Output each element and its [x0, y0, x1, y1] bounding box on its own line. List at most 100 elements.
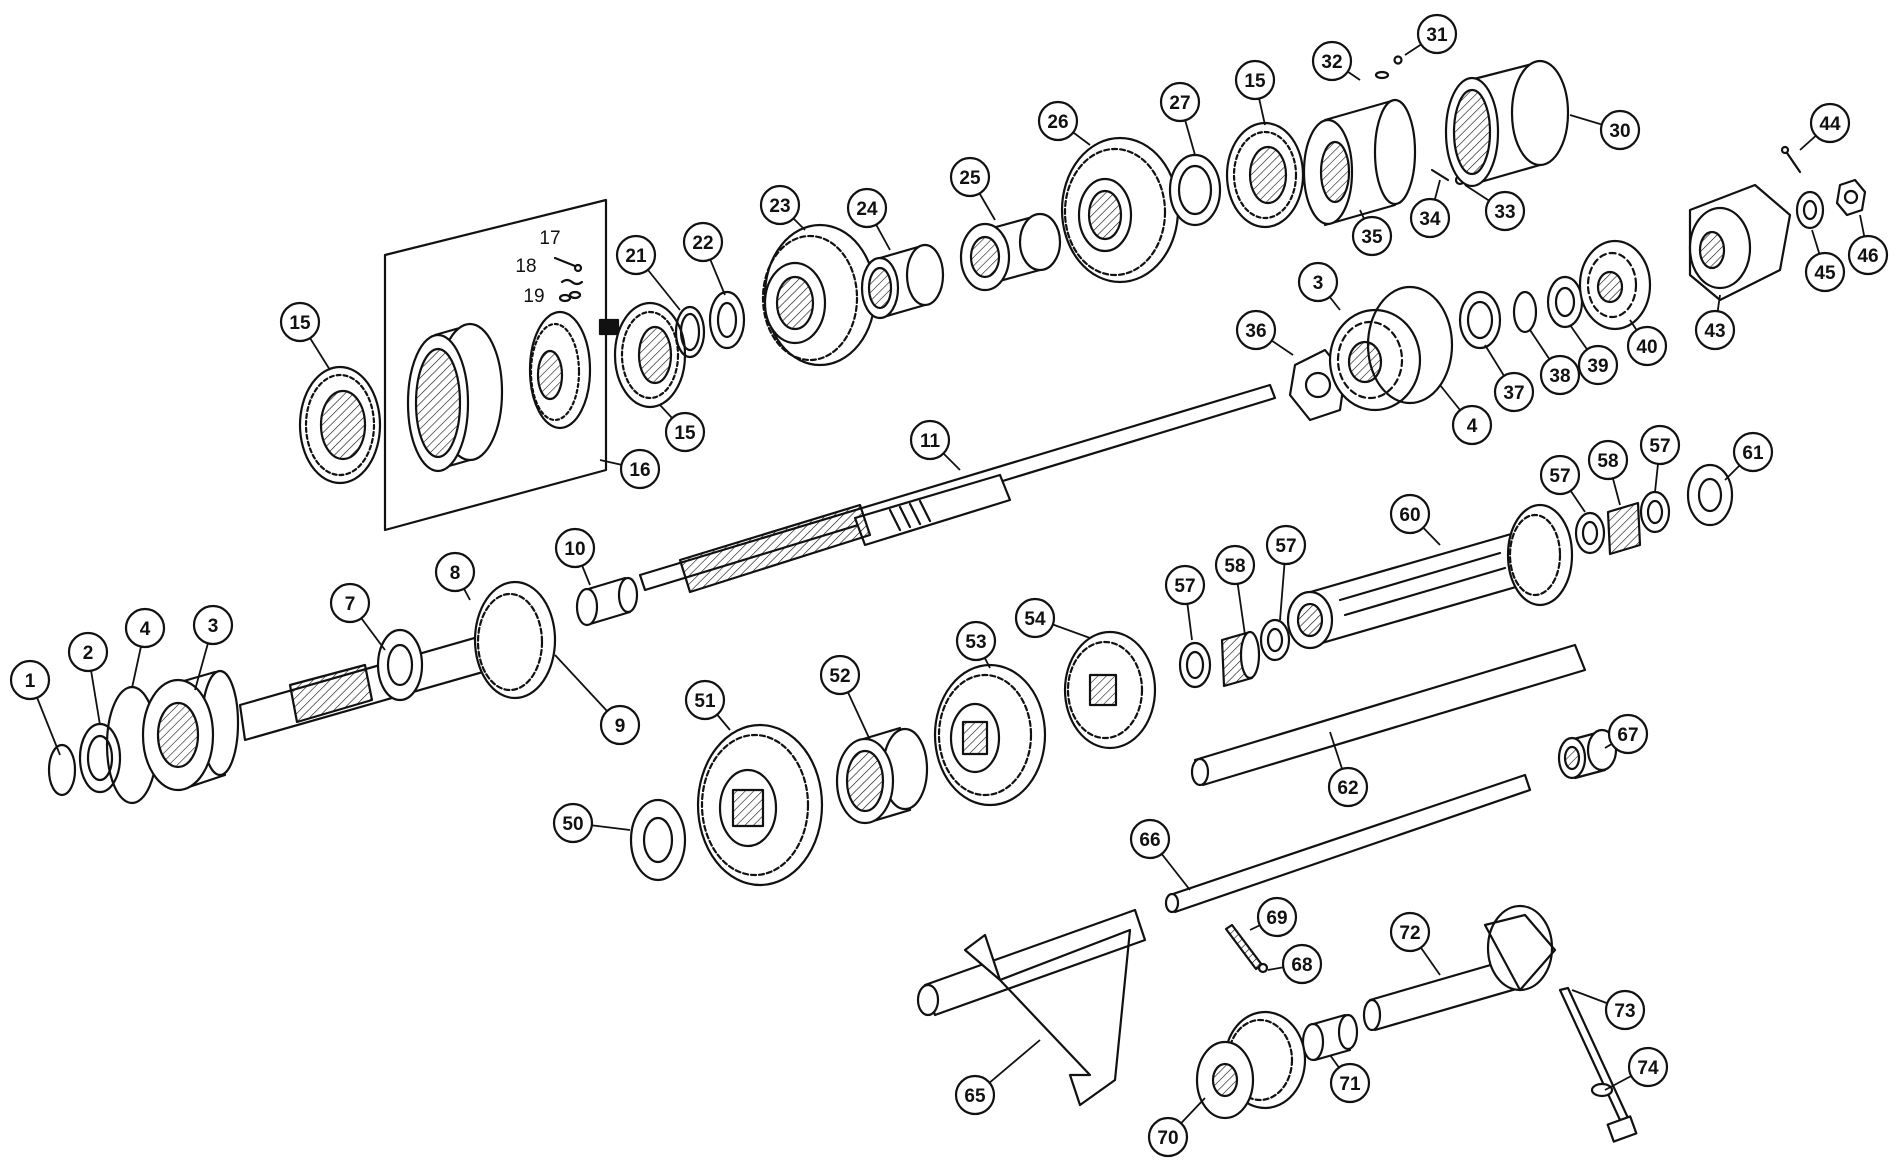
callout-3: 3 [1297, 261, 1339, 303]
callout-circle [1234, 59, 1276, 101]
callout-label: 33 [1494, 202, 1515, 223]
synchro-assembly-frame [383, 198, 608, 532]
circlip-38 [1512, 290, 1538, 334]
callout-8: 8 [434, 551, 476, 593]
callout-circle [949, 156, 991, 198]
callout-circle [819, 654, 861, 696]
thrust-washer-22 [708, 290, 746, 350]
callout-39: 39 [1577, 344, 1619, 386]
bush-71 [1301, 1013, 1359, 1062]
callout-70: 70 [1147, 1116, 1189, 1158]
callout-circle [1539, 354, 1581, 396]
callout-label: 23 [769, 196, 790, 217]
callout-circle [1256, 896, 1298, 938]
callout-11: 11 [909, 419, 951, 461]
parts-drawing [47, 55, 1867, 1143]
callout-label: 66 [1139, 830, 1160, 851]
callout-label: 30 [1609, 121, 1630, 142]
callout-35: 35 [1351, 215, 1393, 257]
callout-43: 43 [1694, 309, 1736, 351]
callout-10: 10 [554, 527, 596, 569]
callout-label: 31 [1426, 25, 1448, 46]
callout-circle [1265, 524, 1307, 566]
callout-label: 61 [1742, 443, 1764, 464]
bush-25 [959, 212, 1062, 292]
washer-39 [1546, 275, 1584, 329]
callout-7: 7 [329, 582, 371, 624]
callout-73: 73 [1604, 989, 1646, 1031]
callout-label: 11 [920, 431, 941, 452]
callout-circle [1037, 100, 1079, 142]
callout-label: 34 [1419, 209, 1441, 230]
callout-3: 3 [192, 604, 234, 646]
callout-72: 72 [1389, 911, 1431, 953]
mainshaft-11 [638, 383, 1277, 594]
callout-36: 36 [1235, 309, 1277, 351]
callout-circle [1484, 190, 1526, 232]
callout-32: 32 [1311, 40, 1353, 82]
callout-1: 1 [9, 659, 51, 701]
callout-circle [1389, 493, 1431, 535]
callout-circle [955, 620, 997, 662]
callout-label: 26 [1047, 112, 1068, 133]
spacer-57-left-a [1178, 641, 1212, 689]
laygear-60 [1286, 503, 1574, 650]
reverse-fork-65 [916, 908, 1147, 1107]
callout-label: 8 [450, 563, 461, 584]
callout-label: 37 [1503, 383, 1524, 404]
callout-label: 57 [1549, 466, 1570, 487]
bush-10 [575, 576, 639, 627]
callout-40: 40 [1626, 325, 1668, 367]
callout-46: 46 [1847, 234, 1889, 276]
callout-50: 50 [552, 802, 594, 844]
callout-circle [1297, 261, 1339, 303]
callout-circle [1214, 544, 1256, 586]
bush-67 [1557, 728, 1618, 780]
callout-22: 22 [682, 221, 724, 263]
plain-label-17: 17 [539, 228, 560, 249]
callout-circle [1847, 234, 1889, 276]
callout-65: 65 [954, 1074, 996, 1116]
callout-circle [9, 659, 51, 701]
callout-circle [1587, 439, 1629, 481]
selector-rod-66 [1164, 773, 1532, 914]
callout-circle [1235, 309, 1277, 351]
washer-7 [376, 628, 424, 702]
circlip-21 [674, 305, 706, 359]
callout-circle [1626, 325, 1668, 367]
detent-parts-17-18-19 [553, 256, 584, 303]
callout-label: 3 [1313, 273, 1324, 294]
callout-68: 68 [1281, 943, 1323, 985]
callout-label: 7 [345, 594, 356, 615]
callout-61: 61 [1732, 431, 1774, 473]
callout-34: 34 [1409, 197, 1451, 239]
callout-circle [1493, 371, 1535, 413]
callout-circle [1129, 818, 1171, 860]
callout-58: 58 [1587, 439, 1629, 481]
gear-51 [696, 723, 824, 887]
callout-label: 57 [1649, 436, 1670, 457]
callout-25: 25 [949, 156, 991, 198]
bush-52 [835, 726, 929, 825]
callout-circle [1604, 989, 1646, 1031]
callout-circle [67, 631, 109, 673]
synchro-ring-top [1225, 121, 1305, 229]
callout-label: 4 [1467, 416, 1478, 437]
callout-label: 39 [1587, 356, 1608, 377]
synchro-sleeve-30 [1444, 59, 1570, 188]
bearing-3-upper [1328, 308, 1422, 412]
callout-label: 25 [959, 168, 981, 189]
callout-circle [1627, 1046, 1669, 1088]
layshaft-62 [1190, 643, 1587, 787]
synchro-ring-mid [598, 301, 687, 409]
callout-label: 10 [564, 539, 585, 560]
callout-label: 1 [25, 671, 36, 692]
plain-label-19: 19 [523, 286, 544, 307]
callout-label: 58 [1597, 451, 1618, 472]
gear-26 [1060, 136, 1180, 284]
callout-circle [279, 301, 321, 343]
callout-label: 15 [289, 313, 311, 334]
callout-26: 26 [1037, 100, 1079, 142]
